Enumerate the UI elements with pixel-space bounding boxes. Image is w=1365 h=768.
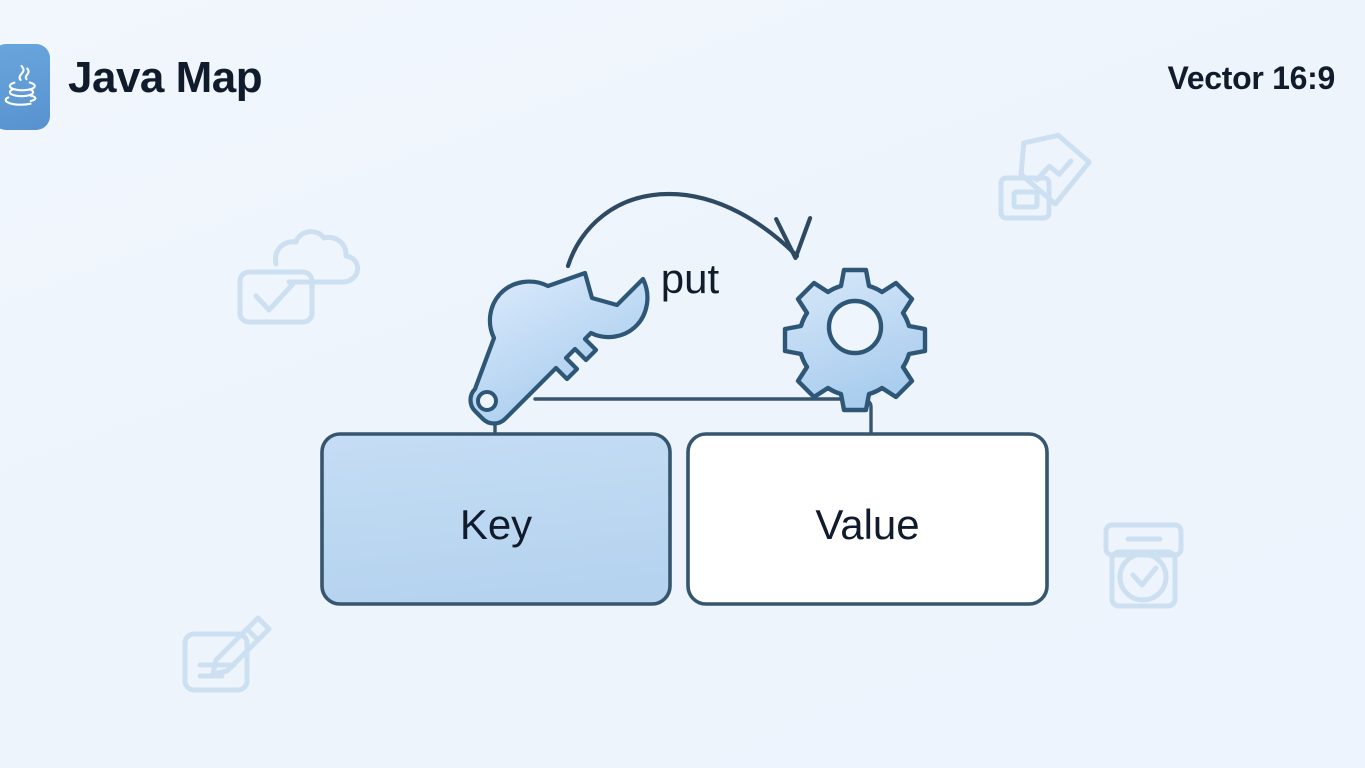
note-pencil-icon (182, 615, 272, 693)
page-title: Java Map (68, 53, 263, 102)
key-box[interactable] (320, 432, 672, 606)
java-logo-badge (0, 44, 50, 130)
curved-arrow-icon (565, 191, 813, 269)
operation-label: put (660, 255, 720, 302)
value-box[interactable] (686, 432, 1049, 606)
box-clock-icon (1103, 522, 1184, 609)
java-logo-icon (0, 62, 42, 112)
gear-icon (782, 267, 928, 413)
wrench-icon (468, 270, 650, 426)
key-box-label: Key (459, 501, 533, 548)
aspect-ratio-label: Vector 16:9 (1167, 60, 1336, 96)
value-box-label: Value (815, 501, 920, 548)
cloud-checkbox-icon (237, 229, 361, 325)
tag-screen-icon (998, 132, 1092, 221)
